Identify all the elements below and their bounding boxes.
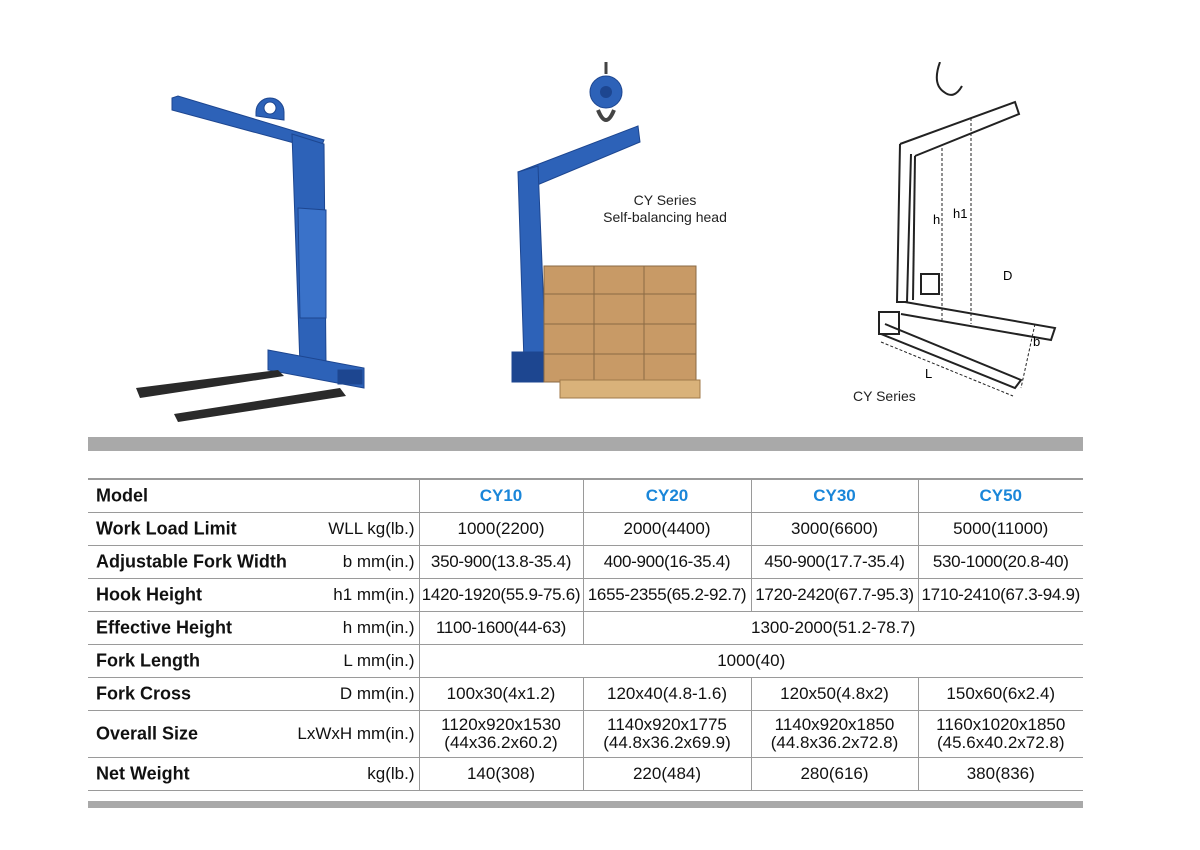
row-label-cell: Overall Size LxWxH mm(in.) <box>88 710 420 758</box>
row-unit: h mm(in.) <box>342 618 415 637</box>
diagram-series-caption: CY Series <box>853 388 916 404</box>
table-cell: 1000(2200) <box>418 512 584 546</box>
table-cell: 120x40(4.8-1.6) <box>582 677 752 711</box>
model-cy10: CY10 <box>418 478 584 513</box>
table-cell: 530-1000(20.8-40) <box>917 545 1083 579</box>
model-cy20: CY20 <box>582 478 752 513</box>
table-cell: 1655-2355(65.2-92.7) <box>582 578 752 612</box>
row-name: Hook Height <box>96 584 202 605</box>
row-label-cell: Hook Height h1 mm(in.) <box>88 578 420 612</box>
fork-lifter-photo <box>136 95 365 422</box>
spec-table: Model CY10 CY20 CY30 CY50 Work Load Limi… <box>88 478 1083 791</box>
table-cell: 1160x1020x1850(45.6x40.2x72.8) <box>917 710 1083 758</box>
table-cell-merged: 1300-2000(51.2-78.7) <box>582 611 1083 645</box>
dim-h1-label: h1 <box>953 206 967 221</box>
table-row: Fork Cross D mm(in.) 100x30(4x1.2) 120x40… <box>88 677 1083 711</box>
row-name: Overall Size <box>96 723 199 744</box>
row-label-cell: Work Load Limit WLL kg(lb.) <box>88 512 420 546</box>
table-cell: 350-900(13.8-35.4) <box>418 545 584 579</box>
model-cy30: CY30 <box>750 478 919 513</box>
table-cell: 1140x920x1775(44.8x36.2x69.9) <box>582 710 752 758</box>
size-line-inch: (44.8x36.2x72.8) <box>770 733 899 752</box>
table-cell: 400-900(16-35.4) <box>582 545 752 579</box>
caption-series-line: CY Series <box>633 192 697 208</box>
size-line-inch: (45.6x40.2x72.8) <box>936 733 1065 752</box>
dim-d-label: D <box>1003 268 1012 283</box>
row-name: Net Weight <box>96 763 190 784</box>
table-cell: 1140x920x1850(44.8x36.2x72.8) <box>750 710 919 758</box>
table-cell: 5000(11000) <box>917 512 1083 546</box>
table-header-row: Model CY10 CY20 CY30 CY50 <box>88 478 1083 513</box>
row-label-cell: Adjustable Fork Width b mm(in.) <box>88 545 420 579</box>
table-cell: 1420-1920(55.9-75.6) <box>418 578 584 612</box>
table-cell-merged: 1000(40) <box>418 644 1083 678</box>
table-bottom-bar <box>88 801 1083 808</box>
table-cell: 220(484) <box>582 757 752 791</box>
table-cell: 3000(6600) <box>750 512 919 546</box>
table-cell: 450-900(17.7-35.4) <box>750 545 919 579</box>
fork-lifter-with-pallet-photo <box>511 62 701 399</box>
row-name: Fork Cross <box>96 683 192 704</box>
model-cy50: CY50 <box>917 478 1083 513</box>
row-name: Adjustable Fork Width <box>96 551 287 572</box>
row-name: Work Load Limit <box>96 518 237 539</box>
dimension-diagram: h h1 D b L <box>878 62 1057 397</box>
table-cell: 100x30(4x1.2) <box>418 677 584 711</box>
table-cell: 2000(4400) <box>582 512 752 546</box>
table-row: Fork Length L mm(in.) 1000(40) <box>88 644 1083 678</box>
row-unit: WLL kg(lb.) <box>328 519 415 538</box>
table-cell: 150x60(6x2.4) <box>917 677 1083 711</box>
table-row: Work Load Limit WLL kg(lb.) 1000(2200) 20… <box>88 512 1083 546</box>
row-label-cell: Effective Height h mm(in.) <box>88 611 420 645</box>
row-name: Fork Length <box>96 650 200 671</box>
size-line: 1140x920x1775 <box>607 715 727 734</box>
row-unit: LxWxH mm(in.) <box>297 724 415 743</box>
row-label-cell: Fork Length L mm(in.) <box>88 644 420 678</box>
row-label-cell: Net Weight kg(lb.) <box>88 757 420 791</box>
table-cell: 280(616) <box>750 757 919 791</box>
row-label-cell: Fork Cross D mm(in.) <box>88 677 420 711</box>
table-row: Net Weight kg(lb.) 140(308) 220(484) 280(… <box>88 757 1083 791</box>
table-cell: 140(308) <box>418 757 584 791</box>
model-label: Model <box>96 485 148 506</box>
section-divider-bar <box>88 437 1083 451</box>
dim-l-label: L <box>925 366 932 381</box>
model-header-cell: Model <box>88 478 420 513</box>
row-unit: L mm(in.) <box>343 651 415 670</box>
table-row: Effective Height h mm(in.) 1100-1600(44-6… <box>88 611 1083 645</box>
table-row: Adjustable Fork Width b mm(in.) 350-900(1… <box>88 545 1083 579</box>
size-line: 1120x920x1530 <box>441 715 561 734</box>
size-line: 1140x920x1850 <box>774 715 895 734</box>
table-cell: 380(836) <box>917 757 1083 791</box>
size-line-inch: (44x36.2x60.2) <box>444 733 558 752</box>
size-line: 1160x1020x1850 <box>936 715 1066 734</box>
table-cell: 1710-2410(67.3-94.9) <box>917 578 1083 612</box>
caption-head-line: Self-balancing head <box>603 209 727 225</box>
table-cell: 1100-1600(44-63) <box>418 611 584 645</box>
row-unit: D mm(in.) <box>339 684 415 703</box>
dim-b-label: b <box>1033 334 1040 349</box>
self-balancing-caption: CY Series Self-balancing head <box>590 192 740 226</box>
table-row: Hook Height h1 mm(in.) 1420-1920(55.9-75.… <box>88 578 1083 612</box>
row-unit: b mm(in.) <box>342 552 415 571</box>
row-unit: kg(lb.) <box>367 764 415 783</box>
row-name: Effective Height <box>96 617 233 638</box>
dim-h-label: h <box>933 212 940 227</box>
table-cell: 1120x920x1530(44x36.2x60.2) <box>418 710 584 758</box>
row-unit: h1 mm(in.) <box>333 585 415 604</box>
size-line-inch: (44.8x36.2x69.9) <box>603 733 731 752</box>
table-cell: 120x50(4.8x2) <box>750 677 919 711</box>
table-cell: 1720-2420(67.7-95.3) <box>750 578 919 612</box>
